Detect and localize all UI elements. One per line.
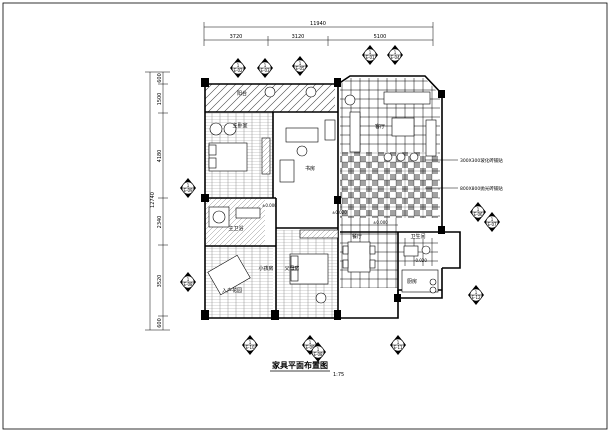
section-marker-code: E-05 xyxy=(295,66,305,71)
section-marker-number: 1 xyxy=(394,50,397,55)
section-marker-code: E-06 xyxy=(473,212,483,217)
section-marker-number: 1 xyxy=(299,61,302,66)
drawing-frame xyxy=(2,2,608,430)
section-marker-code: E-12 xyxy=(471,295,481,300)
section-marker: 1E-08 xyxy=(310,342,326,362)
level-mark-4: -0.020 xyxy=(414,258,427,263)
section-marker: 1E-01 xyxy=(362,45,378,65)
structural-columns xyxy=(201,78,445,320)
section-marker: 1E-07 xyxy=(484,212,500,232)
section-marker-number: 1 xyxy=(477,207,480,212)
top-dimension-2: 3120 xyxy=(292,34,305,40)
note-floor-tile: 300X300玻化砖铺贴 xyxy=(460,157,503,164)
room-label-public-bath: 卫生间 xyxy=(410,233,425,240)
room-label-kitchen: 厨房 xyxy=(407,278,417,285)
room-label-balcony: 阳台 xyxy=(237,90,247,97)
section-marker-number: 1 xyxy=(369,50,372,55)
section-marker: 1E-03 xyxy=(257,58,273,78)
room-label-dining: 餐厅 xyxy=(352,233,362,240)
section-marker: 1E-08 xyxy=(180,272,196,292)
top-dimension-chain xyxy=(203,22,434,46)
section-marker-number: 1 xyxy=(309,340,312,345)
section-marker: 1E-12 xyxy=(468,285,484,305)
section-marker-number: 1 xyxy=(187,277,190,282)
section-marker-number: 1 xyxy=(249,340,252,345)
room-label-master-bath: 主卫浴 xyxy=(228,225,243,232)
section-marker: 1E-06 xyxy=(470,202,486,222)
room-label-entrance: 入户花园 xyxy=(222,287,242,294)
left-dimension-6: 600 xyxy=(157,318,163,328)
section-marker-number: 1 xyxy=(491,217,494,222)
left-total-dimension: 12740 xyxy=(150,192,156,208)
section-marker-number: 1 xyxy=(475,290,478,295)
section-marker-code: E-03 xyxy=(260,68,270,73)
room-label-study: 书房 xyxy=(305,165,315,172)
left-dimension-5: 3520 xyxy=(157,275,163,288)
section-marker-number: 1 xyxy=(317,347,320,352)
room-label-master-bedroom: 主卧室 xyxy=(232,122,247,129)
section-marker-number: 1 xyxy=(237,63,240,68)
section-marker: 1E-09 xyxy=(180,178,196,198)
section-marker-number: 1 xyxy=(264,63,267,68)
note-leaders xyxy=(425,159,458,189)
section-marker: 1E-11 xyxy=(390,335,406,355)
drawing-title: 家具平面布置图 xyxy=(272,360,328,370)
section-marker-code: E-10 xyxy=(245,345,255,350)
left-dimension-4: 2340 xyxy=(157,216,163,229)
section-marker-number: 1 xyxy=(397,340,400,345)
section-marker-code: E-07 xyxy=(487,222,497,227)
room-label-living-room: 客厅 xyxy=(375,123,385,130)
level-mark-1: ±0.000 xyxy=(262,203,277,208)
section-marker: 1E-05 xyxy=(292,56,308,76)
top-total-dimension: 11940 xyxy=(310,21,326,27)
furniture xyxy=(207,86,439,304)
section-marker-code: E-04 xyxy=(390,55,400,60)
section-marker: 1E-10 xyxy=(242,335,258,355)
section-marker-code: E-02 xyxy=(233,68,243,73)
note-polished-tile: 800X800抛光砖铺贴 xyxy=(460,185,503,192)
left-dimension-2: 1500 xyxy=(157,93,163,106)
room-label-guest-bedroom: 父母房 xyxy=(284,265,299,272)
section-marker-number: 1 xyxy=(187,183,190,188)
section-marker-code: E-09 xyxy=(183,188,193,193)
level-mark-2: ±0.020 xyxy=(332,210,347,215)
top-dimension-1: 3720 xyxy=(230,34,243,40)
section-marker-code: E-08 xyxy=(183,282,193,287)
drawing-scale: 1:75 xyxy=(333,372,344,378)
room-label-child-bedroom: 小孩房 xyxy=(258,265,273,272)
left-dimension-chain xyxy=(145,71,170,331)
section-marker-code: E-08 xyxy=(313,352,323,357)
level-mark-3: ±0.000 xyxy=(373,220,388,225)
section-marker-code: E-11 xyxy=(393,345,403,350)
section-marker: 1E-04 xyxy=(387,45,403,65)
section-marker-code: E-09 xyxy=(305,345,315,350)
left-dimension-3: 4180 xyxy=(157,150,163,163)
section-markers: 1E-021E-031E-051E-011E-041E-091E-081E-06… xyxy=(180,45,500,362)
left-dimension-1: 600 xyxy=(157,73,163,83)
top-dimension-3: 5100 xyxy=(374,34,387,40)
section-marker: 1E-02 xyxy=(230,58,246,78)
section-marker-code: E-01 xyxy=(365,55,375,60)
